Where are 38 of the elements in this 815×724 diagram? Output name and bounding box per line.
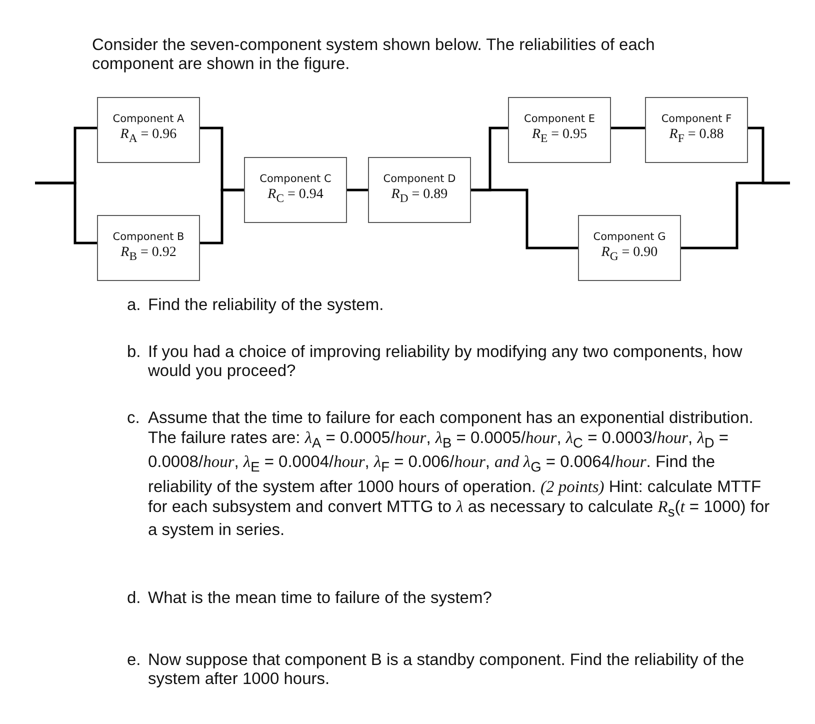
component-name: Component A bbox=[112, 112, 184, 126]
item-letter: d. bbox=[127, 589, 142, 608]
component-name: Component C bbox=[260, 172, 332, 186]
question-text: Assume that the time to failure for each component has an exponential distribution. The failure rates are: λ$_{A}$ = 0.0005/hour, λ$_{B}$ = 0.0005/hour, λ$_{C}$ = 0.0003/hour, λ$_{D}$ = 0.0008/hour, λ$_{E}$ = 0.0004/hour, λ$_{F}$ = 0.006/hour, and λ$_{G}$ = 0.0064/hour. Find the reliability of the system after 1000 hours of operation. (2 points) Hint: calculate MTTF for each subsystem and convert MTTG to λ as necessary to calculate R$_{s}$(t = 1000) for a system in series. bbox=[148, 409, 771, 540]
connector-line bbox=[471, 188, 578, 250]
component-box bbox=[368, 157, 471, 223]
reliability-value: R$_{A}$ = 0.96 bbox=[120, 126, 177, 147]
question-text: Find the reliability of the system. bbox=[148, 296, 385, 315]
component-name: Component D bbox=[383, 172, 456, 186]
component-box bbox=[645, 97, 748, 163]
component-box bbox=[97, 97, 200, 163]
connector-line bbox=[200, 188, 244, 244]
connector-line bbox=[681, 182, 790, 250]
reliability-value: R$_{E}$ = 0.95 bbox=[532, 126, 588, 147]
item-letter: a. bbox=[127, 296, 142, 315]
reliability-value: R$_{G}$ = 0.90 bbox=[601, 244, 658, 265]
item-letter: b. bbox=[127, 343, 142, 362]
question-text: If you had a choice of improving reliability by modifying any two components, how would you proceed? bbox=[148, 343, 744, 381]
component-name: Component G bbox=[593, 230, 666, 244]
connector-line bbox=[611, 126, 645, 130]
component-box bbox=[508, 97, 611, 163]
component-box bbox=[97, 215, 200, 281]
question-text: Now suppose that component B is a standby component. Find the reliability of the system after 1000 hours. bbox=[148, 651, 746, 689]
item-letter: e. bbox=[127, 651, 142, 670]
connector-line bbox=[35, 182, 97, 244]
connector-line bbox=[347, 188, 368, 192]
reliability-value: R$_{C}$ = 0.94 bbox=[268, 186, 324, 207]
component-name: Component B bbox=[112, 230, 184, 244]
component-box bbox=[578, 215, 681, 281]
reliability-value: R$_{D}$ = 0.89 bbox=[391, 186, 448, 207]
component-name: Component F bbox=[661, 112, 732, 126]
component-box bbox=[244, 157, 347, 223]
component-name: Component E bbox=[524, 112, 595, 126]
question-text: What is the mean time to failure of the system? bbox=[148, 589, 493, 608]
reliability-value: R$_{F}$ = 0.88 bbox=[669, 126, 724, 147]
intro-text: Consider the seven-component system shown below. The reliabilities of each component are shown in the figure. bbox=[92, 36, 656, 74]
item-letter: c. bbox=[127, 409, 141, 428]
reliability-value: R$_{B}$ = 0.92 bbox=[120, 244, 176, 265]
